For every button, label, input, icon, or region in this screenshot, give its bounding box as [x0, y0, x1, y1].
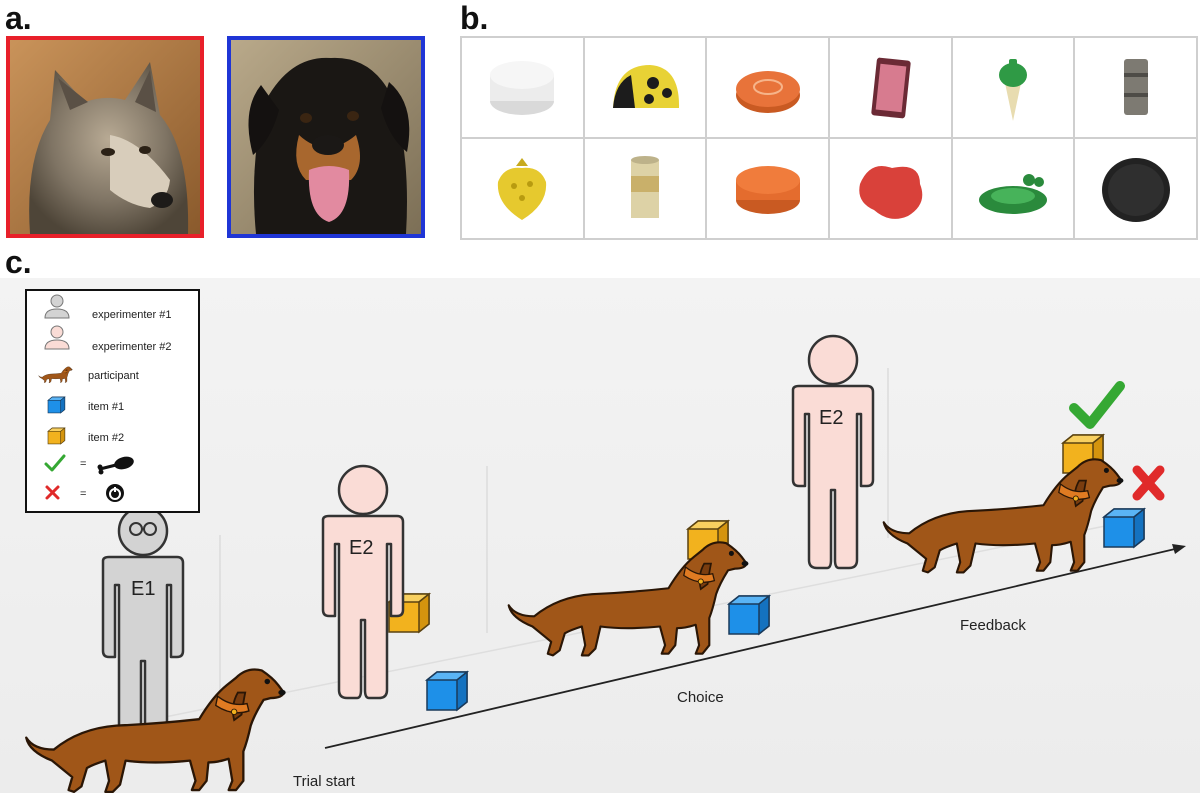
stage-label-trial-start: Trial start [293, 773, 356, 790]
object-white-puck [461, 37, 584, 138]
no-reward-icon [106, 484, 124, 502]
experimenter-2-icon [44, 325, 70, 350]
object-red-rubber-toy [828, 138, 952, 239]
e2-label: E2 [349, 537, 373, 559]
legend-label-4: item #1 [88, 401, 124, 413]
object-pink-box [828, 37, 952, 138]
cube-blue-stage-3 [728, 595, 770, 635]
procedure-scene: Trial start Choice Feedback E1 E2 E2 [0, 278, 1200, 793]
object-orange-disc [706, 37, 829, 138]
object-grid [460, 36, 1198, 240]
timeline-arrowhead [1172, 544, 1186, 554]
checkmark-icon [1069, 381, 1125, 429]
dog-photo [227, 36, 425, 238]
blue-cube-icon [47, 396, 66, 414]
drumstick-treat-icon [97, 456, 134, 475]
experimenter-2-stage-4: E2 [791, 334, 875, 570]
legend-cross-icon [45, 485, 60, 500]
legend-label-1: experimenter #1 [92, 309, 172, 321]
wolf-image [10, 40, 200, 234]
cross-icon [1132, 465, 1165, 501]
timeline-arrow [324, 548, 1176, 749]
cube-blue-stage-4 [1103, 508, 1145, 548]
legend-label-6: = [80, 458, 86, 470]
dog-image [231, 40, 421, 234]
object-orange-puck [706, 138, 829, 239]
wolf-photo [6, 36, 204, 238]
experimenter-2-stage-2: E2 [321, 464, 405, 700]
object-green-frog-toy [951, 138, 1075, 239]
experimenter-1-icon [44, 294, 70, 319]
object-ladybug-toy [583, 37, 707, 138]
object-green-cone [951, 37, 1075, 138]
experimenter-1: E1 [101, 505, 185, 741]
object-tin-can [583, 138, 707, 239]
legend-label-3: participant [88, 370, 139, 382]
stage-label-feedback: Feedback [960, 617, 1026, 634]
cube-blue-stage-2 [426, 671, 468, 711]
object-black-lid [1074, 138, 1197, 239]
object-metal-cylinder [1074, 37, 1197, 138]
legend-label-5: item #2 [88, 432, 124, 444]
stage-label-choice: Choice [677, 689, 724, 706]
legend-checkmark-icon [44, 454, 66, 472]
panel-label-a: a. [5, 0, 32, 36]
legend-label-7: = [80, 488, 86, 500]
legend: experimenter #1 experimenter #2 particip… [25, 289, 200, 513]
yellow-cube-icon [47, 427, 66, 445]
e2-label-2: E2 [819, 407, 843, 429]
object-yellow-strawberry [461, 138, 584, 239]
e1-label: E1 [131, 578, 155, 600]
legend-label-2: experimenter #2 [92, 341, 172, 353]
panel-label-b: b. [460, 0, 489, 36]
panel-label-c: c. [5, 244, 32, 280]
